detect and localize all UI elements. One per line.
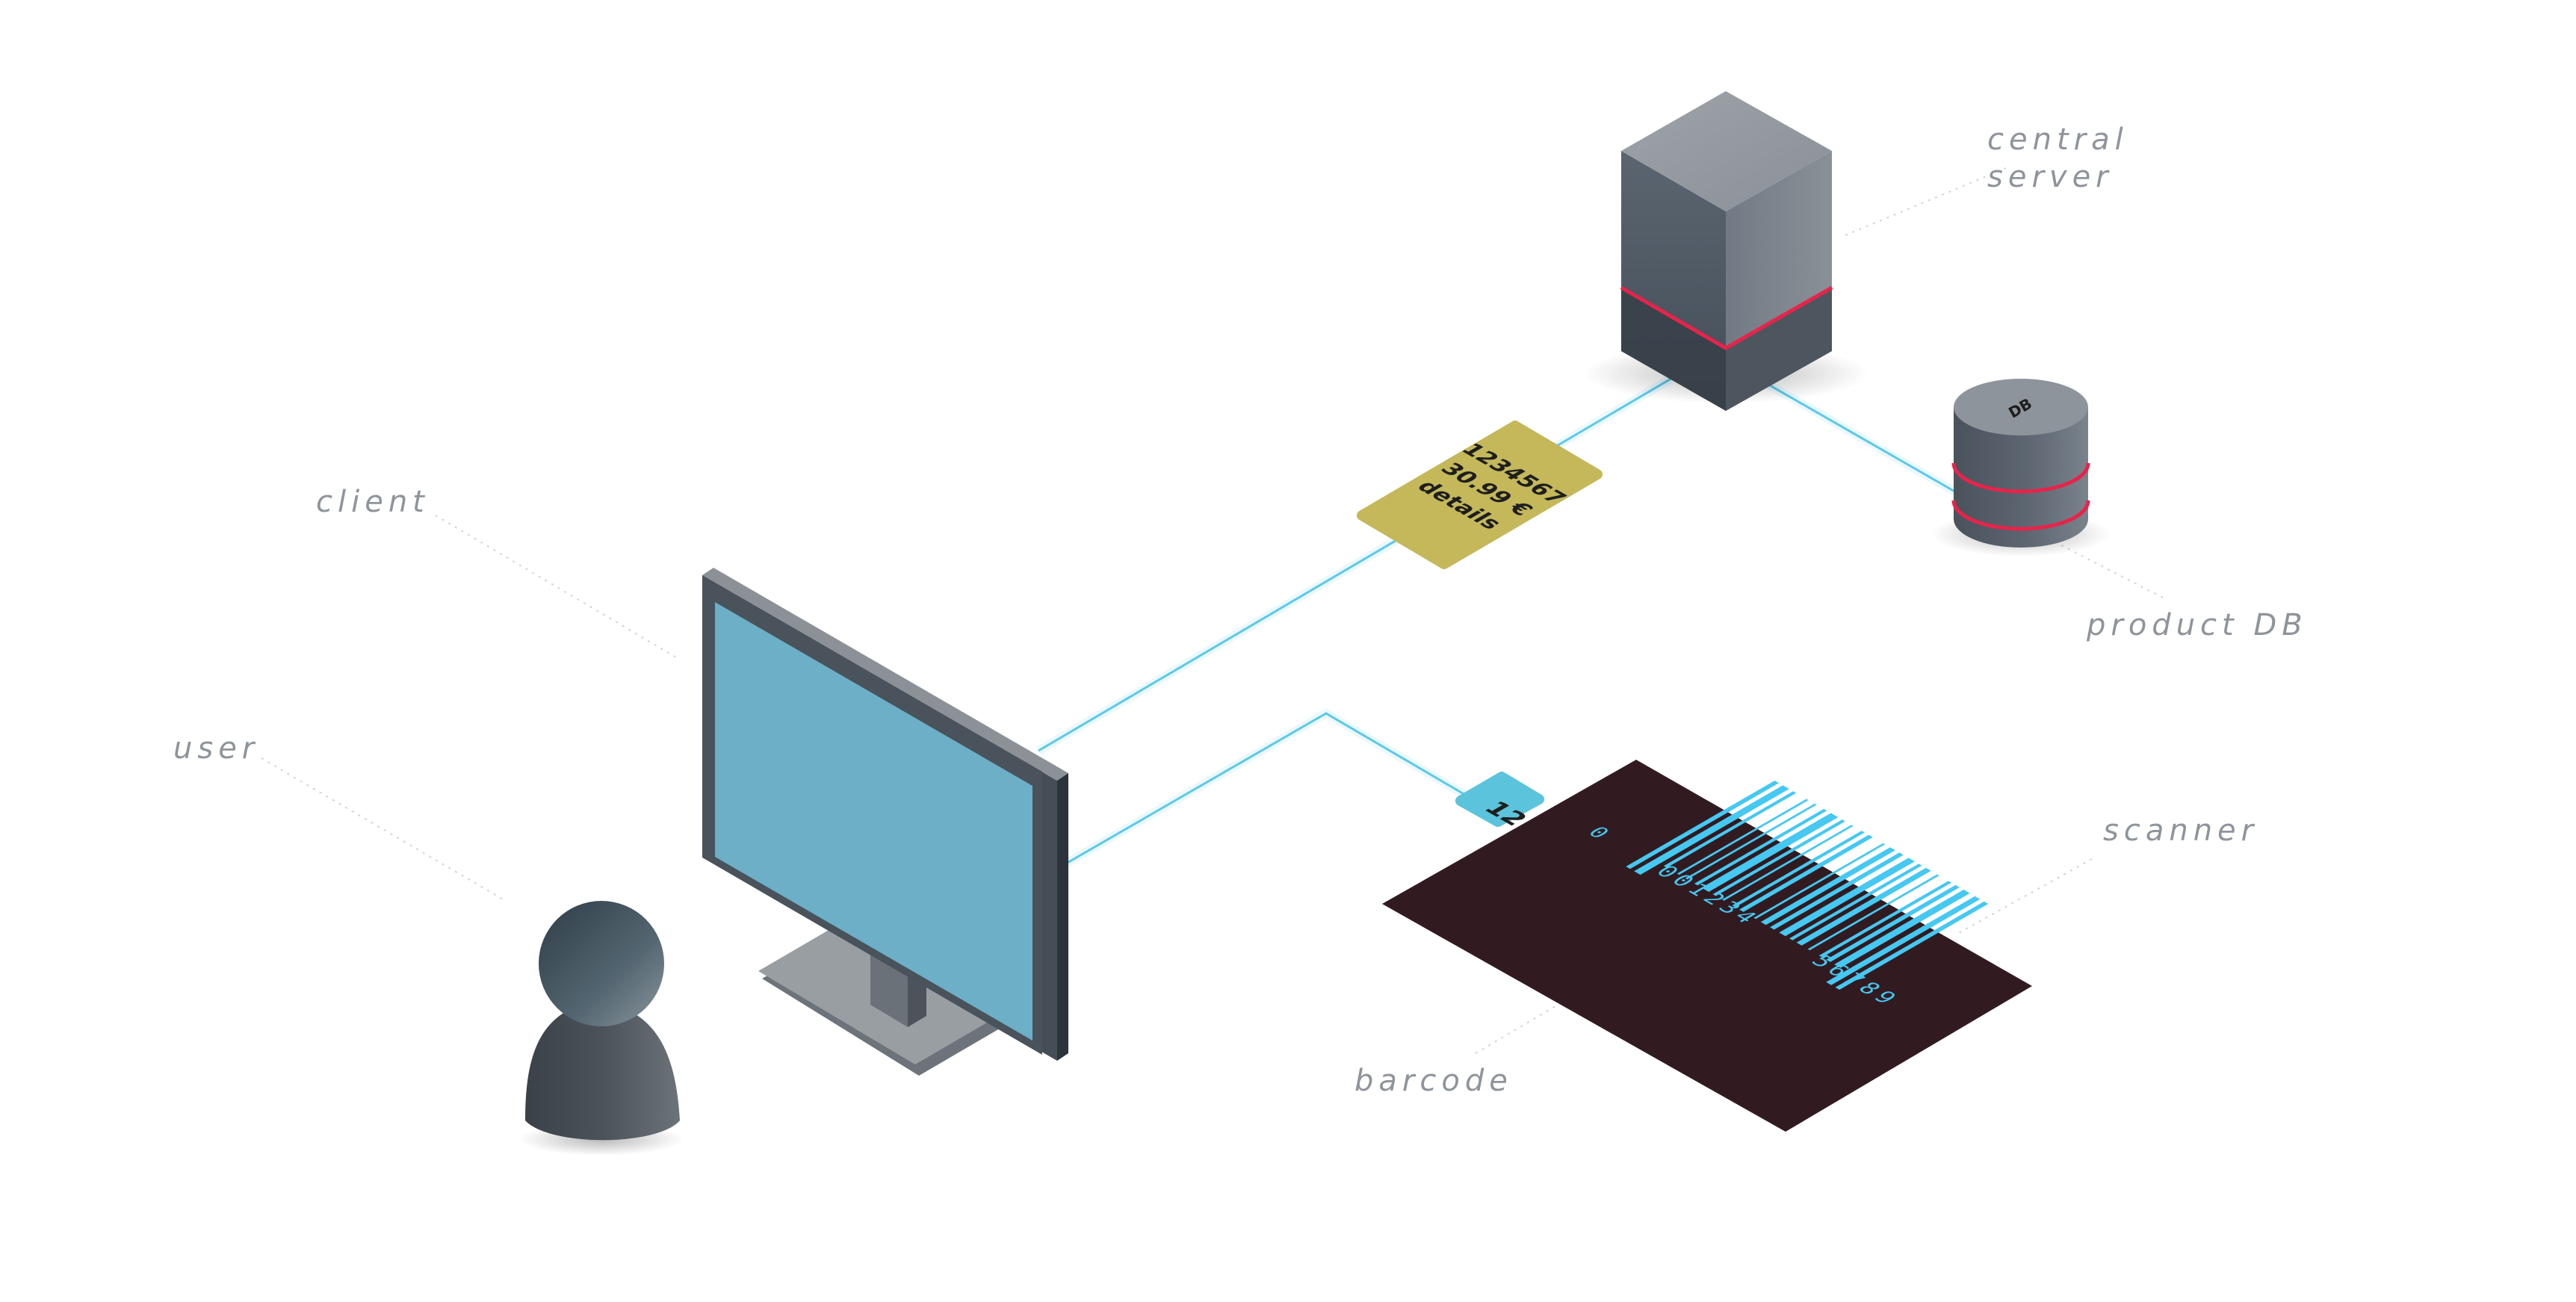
barcode-bar xyxy=(1826,896,1981,985)
label-barcode: barcode xyxy=(1354,1064,1513,1098)
user-icon xyxy=(519,901,684,1156)
barcode-leader xyxy=(1475,978,1603,1054)
user-body xyxy=(525,1001,680,1141)
barcode-bar xyxy=(1676,799,1809,875)
server-leader xyxy=(1845,167,2007,236)
barcode-bar xyxy=(1834,890,1970,968)
barcode: 0 001234 56789 xyxy=(1582,781,1989,1010)
barcode-bar xyxy=(1721,825,1854,901)
labels: central server product DB client user sc… xyxy=(173,123,2308,1098)
message-card: 1234567 30.99 € details xyxy=(1357,421,1603,569)
barcode-bar xyxy=(1826,884,1960,962)
barcode-bar xyxy=(1732,831,1865,908)
monitor-screen xyxy=(715,602,1032,1041)
client-leader xyxy=(435,515,677,658)
barcode-bar xyxy=(1779,858,1915,937)
barcode-bar xyxy=(1770,852,1904,930)
barcode-bar xyxy=(1753,843,1886,920)
client-scanner-wire xyxy=(1060,712,1484,868)
scanner-bed xyxy=(1382,760,2032,1132)
label-scanner: scanner xyxy=(2103,813,2258,848)
label-central: central xyxy=(1987,123,2128,157)
client-server-wire xyxy=(1038,376,1674,752)
barcode-bar xyxy=(1789,864,1922,940)
database-icon: DB xyxy=(1931,379,2111,557)
barcode-bar xyxy=(1807,874,1939,951)
scanner-icon: 12 0 001234 56789 xyxy=(1382,760,2032,1132)
barcode-bar xyxy=(1760,847,1895,926)
label-user: user xyxy=(173,731,259,766)
barcode-bar xyxy=(1835,901,1989,991)
barcode-bar xyxy=(1818,881,1952,958)
leader-lines xyxy=(261,167,2164,1054)
db-accent-ring-2 xyxy=(1951,500,2090,531)
barcode-bar xyxy=(1701,813,1839,893)
scanner-leader xyxy=(1957,858,2093,934)
barcode-bar xyxy=(1739,834,1873,912)
server-icon xyxy=(1584,91,1868,411)
label-client: client xyxy=(316,485,430,519)
barcode-bar xyxy=(1796,867,1931,946)
label-product-db: product DB xyxy=(2086,608,2308,642)
barcode-bar xyxy=(1685,803,1817,880)
barcode-bar xyxy=(1712,819,1845,896)
db-top xyxy=(1954,379,2088,435)
server-top-face xyxy=(1621,91,1832,211)
barcode-bar xyxy=(1626,781,1780,869)
monitor-side xyxy=(1057,773,1068,1061)
barcode-bars xyxy=(1626,781,1989,991)
server-accent-stripe xyxy=(1620,285,1833,350)
barcode-bar xyxy=(1694,808,1827,886)
barcode-bar xyxy=(1634,785,1789,875)
user-head xyxy=(539,901,664,1026)
label-server: server xyxy=(1987,160,2114,194)
db-accent-ring-1 xyxy=(1951,462,2090,494)
monitor-icon xyxy=(702,568,1068,1076)
user-leader xyxy=(261,757,505,901)
barcode-bar xyxy=(1663,791,1797,868)
monitor-top-edge xyxy=(702,568,1068,781)
